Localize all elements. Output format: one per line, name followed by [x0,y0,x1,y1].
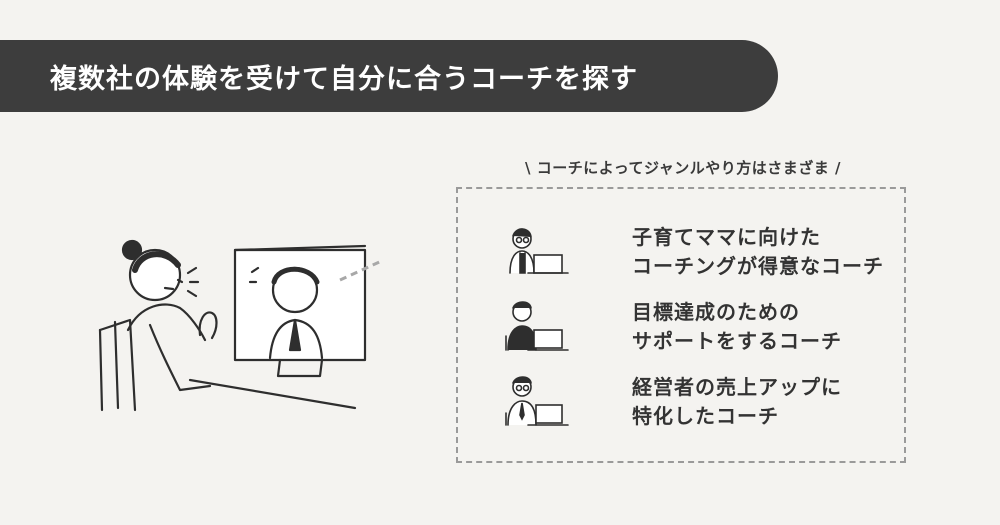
coach-line: コーチングが得意なコーチ [632,254,884,278]
page-title: 複数社の体験を受けて自分に合うコーチを探す [50,63,638,95]
coach-woman-glasses-icon [509,228,569,274]
coach-item-1: 子育てママに向けた コーチングが得意なコーチ [498,221,888,283]
coach-item-3: 経営者の売上アップに 特化したコーチ [498,371,888,433]
coach-line: 経営者の売上アップに [632,375,842,399]
coach-man-icon [505,301,569,351]
coach-description-3: 経営者の売上アップに 特化したコーチ [632,373,842,431]
coach-line: 子育てママに向けた [632,225,821,249]
title-banner: 複数社の体験を受けて自分に合うコーチを探す [0,40,778,112]
coach-description-1: 子育てママに向けた コーチングが得意なコーチ [632,223,884,281]
coach-description-2: 目標達成のための サポートをするコーチ [632,298,842,356]
coach-list-box: 子育てママに向けた コーチングが得意なコーチ 目標達成のための サポートをするコ… [456,187,906,463]
coach-line: 目標達成のための [632,300,800,324]
coach-man-glasses-icon [505,376,569,426]
coach-line: サポートをするコーチ [632,329,842,353]
coach-item-2: 目標達成のための サポートをするコーチ [498,296,888,358]
genre-caption: \ コーチによってジャンルやり方はさまざま / [525,159,841,177]
video-call-illustration [98,239,380,412]
coach-line: 特化したコーチ [632,404,779,428]
